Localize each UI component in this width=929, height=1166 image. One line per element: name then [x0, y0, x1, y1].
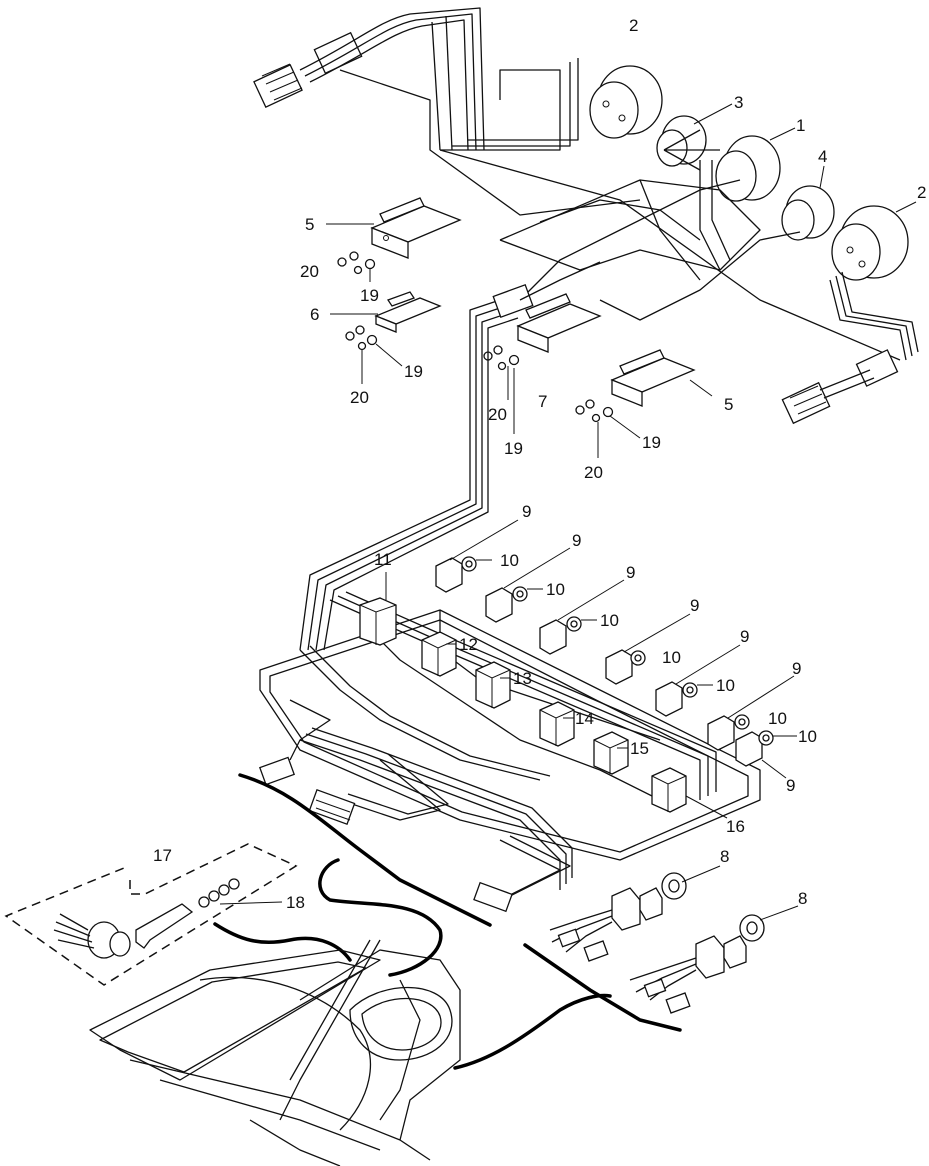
callout-4: 4 [818, 147, 827, 166]
relay-block-12 [421, 631, 457, 677]
callout-labels: 2 3 1 4 2 5 20 19 6 19 20 7 20 19 5 19 2… [153, 16, 926, 912]
callout-20-b: 20 [350, 388, 369, 407]
gauge-4 [781, 185, 835, 241]
callout-10-g: 10 [798, 727, 817, 746]
mounting-bracket-5-right [610, 349, 696, 407]
callout-8-b: 8 [798, 889, 807, 908]
panel-section-line [238, 773, 492, 927]
callout-9-d: 9 [690, 596, 699, 615]
lower-section-line [523, 943, 682, 1032]
callout-16: 16 [726, 817, 745, 836]
dashboard-console [89, 858, 612, 1166]
socket-assembly-8-upper [549, 872, 687, 962]
callout-9-c: 9 [626, 563, 635, 582]
right-harness-connector [781, 349, 899, 425]
callout-10-c: 10 [600, 611, 619, 630]
callout-19-c: 19 [504, 439, 523, 458]
callout-12: 12 [459, 635, 478, 654]
rocker-switches-9 [435, 557, 763, 767]
ignition-kit-outline-17 [4, 843, 298, 986]
relay-block-15 [593, 731, 629, 775]
callout-10-a: 10 [500, 551, 519, 570]
mounting-bracket-5-left [370, 197, 462, 259]
callout-10-e: 10 [716, 676, 735, 695]
callout-7: 7 [538, 392, 547, 411]
relay-block-13 [475, 661, 511, 709]
callout-20-a: 20 [300, 262, 319, 281]
gauge-2-upper [589, 65, 663, 139]
callout-19-b: 19 [404, 362, 423, 381]
callout-2-top: 2 [629, 16, 638, 35]
callout-10-b: 10 [546, 580, 565, 599]
callout-3: 3 [734, 93, 743, 112]
gauge-1 [715, 135, 781, 202]
callout-9-f: 9 [792, 659, 801, 678]
callout-1: 1 [796, 116, 805, 135]
gauge-3 [656, 115, 720, 171]
callout-15: 15 [630, 739, 649, 758]
ignition-switch [53, 913, 131, 959]
callout-13: 13 [513, 669, 532, 688]
callout-11: 11 [374, 550, 392, 569]
switch-panel-harness [258, 591, 761, 913]
callout-9-b: 9 [572, 531, 581, 550]
callout-8-a: 8 [720, 847, 729, 866]
callout-10-d: 10 [662, 648, 681, 667]
leader-lines [219, 103, 917, 921]
ignition-key-18 [135, 878, 240, 949]
main-drop-harness [299, 261, 601, 651]
relay-block-16 [651, 767, 687, 813]
callout-20-d: 20 [584, 463, 603, 482]
callout-19-d: 19 [642, 433, 661, 452]
callout-14: 14 [575, 709, 594, 728]
callout-9-e: 9 [740, 627, 749, 646]
mounting-bracket-6 [374, 291, 442, 333]
upper-gauge-harness [253, 7, 919, 425]
callout-20-c: 20 [488, 405, 507, 424]
washers-and-nuts [337, 251, 614, 423]
callout-19-a: 19 [360, 286, 379, 305]
callout-10-f: 10 [768, 709, 787, 728]
callout-2-right: 2 [917, 183, 926, 202]
callout-18: 18 [286, 893, 305, 912]
callout-9-g: 9 [786, 776, 795, 795]
left-harness-connector [253, 31, 363, 109]
gauge-2-right [831, 205, 909, 281]
callout-9-a: 9 [522, 502, 531, 521]
socket-assembly-8-lower [629, 914, 765, 1014]
relay-block-11 [359, 597, 397, 646]
mounting-bracket-center [516, 293, 602, 353]
callout-17: 17 [153, 846, 172, 865]
relay-block-14 [539, 701, 575, 747]
callout-5-left: 5 [305, 215, 314, 234]
callout-5-right: 5 [724, 395, 733, 414]
switch-nuts-10 [461, 556, 774, 746]
callout-6: 6 [310, 305, 319, 324]
